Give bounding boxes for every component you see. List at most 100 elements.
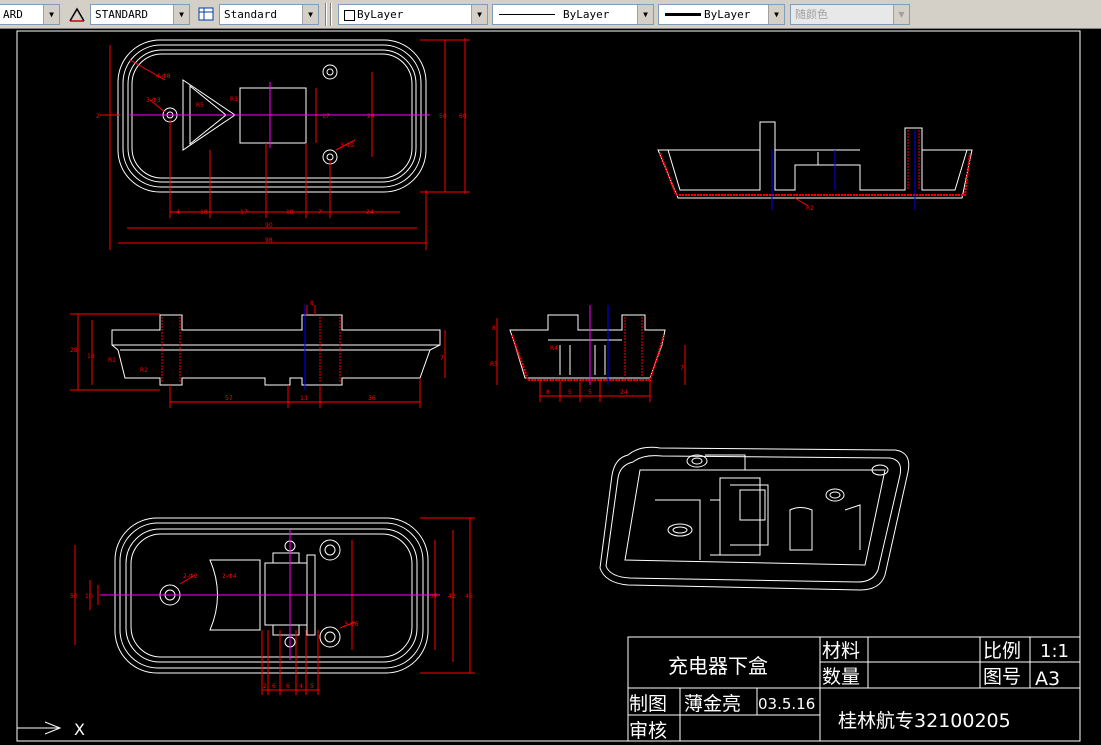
svg-text:18: 18 bbox=[200, 209, 208, 216]
plot-style-combo: 随颜色 ▼ bbox=[790, 4, 910, 25]
svg-text:4: 4 bbox=[299, 683, 303, 690]
svg-text:R2: R2 bbox=[806, 205, 814, 212]
linetype-value: ByLayer bbox=[563, 8, 610, 21]
svg-text:24: 24 bbox=[620, 389, 628, 396]
drawing-canvas[interactable]: 4-Φ8 3-Φ3 R3 R5 3-Φ2 4 18 17 18 7 24 90 … bbox=[0, 29, 1101, 745]
table-style-combo[interactable]: Standard ▼ bbox=[219, 4, 319, 25]
part-name: 充电器下盒 bbox=[668, 654, 768, 678]
svg-text:6: 6 bbox=[272, 683, 276, 690]
svg-text:R5: R5 bbox=[490, 361, 498, 368]
svg-text:50: 50 bbox=[439, 113, 447, 120]
svg-text:R4: R4 bbox=[550, 345, 558, 352]
text-style-combo[interactable]: ARD ▼ bbox=[0, 4, 60, 25]
svg-text:24: 24 bbox=[367, 113, 375, 120]
scale-value: 1:1 bbox=[1040, 641, 1069, 662]
drawn-by: 薄金亮 bbox=[684, 693, 741, 715]
layer-color-value: ByLayer bbox=[357, 8, 404, 21]
svg-text:46: 46 bbox=[465, 593, 473, 600]
lineweight-preview bbox=[665, 13, 701, 16]
properties-toolbar: ARD ▼ STANDARD ▼ Standard ▼ ByLayer ▼ By… bbox=[0, 0, 1101, 29]
svg-text:7: 7 bbox=[680, 365, 684, 372]
chevron-down-icon[interactable]: ▼ bbox=[43, 5, 59, 24]
linetype-combo[interactable]: ByLayer ▼ bbox=[492, 4, 654, 25]
svg-text:7: 7 bbox=[318, 209, 322, 216]
ucs-axis-icon: X bbox=[17, 720, 85, 739]
drawing-number-label: 图号 bbox=[983, 666, 1021, 688]
svg-text:3-Φ3: 3-Φ3 bbox=[146, 97, 161, 104]
svg-text:17: 17 bbox=[240, 209, 248, 216]
drawn-label: 制图 bbox=[629, 693, 667, 715]
linetype-preview bbox=[499, 14, 555, 15]
dimension-style-combo[interactable]: STANDARD ▼ bbox=[90, 4, 190, 25]
svg-text:2: 2 bbox=[263, 683, 267, 690]
chevron-down-icon[interactable]: ▼ bbox=[471, 5, 487, 24]
svg-text:36: 36 bbox=[368, 395, 376, 402]
svg-text:24: 24 bbox=[366, 209, 374, 216]
svg-text:28: 28 bbox=[70, 347, 78, 354]
svg-text:90: 90 bbox=[265, 222, 273, 229]
svg-text:R3: R3 bbox=[230, 96, 238, 103]
svg-text:42: 42 bbox=[448, 593, 456, 600]
quantity-label: 数量 bbox=[822, 666, 860, 688]
svg-text:R5: R5 bbox=[196, 102, 204, 109]
text-style-value: ARD bbox=[3, 8, 23, 21]
lineweight-value: ByLayer bbox=[704, 8, 751, 21]
toolbar-separator bbox=[325, 3, 327, 26]
chevron-down-icon[interactable]: ▼ bbox=[173, 5, 189, 24]
svg-text:3-Φ2: 3-Φ2 bbox=[340, 142, 355, 149]
lineweight-combo[interactable]: ByLayer ▼ bbox=[658, 4, 785, 25]
svg-text:5: 5 bbox=[568, 389, 572, 396]
title-block: 充电器下盒 材料 数量 比例 1:1 图号 A3 制图 薄金亮 03.5.16 … bbox=[627, 636, 1081, 742]
color-swatch-icon bbox=[344, 10, 355, 21]
plot-style-value: 随颜色 bbox=[795, 8, 828, 21]
ucs-x-label: X bbox=[74, 720, 85, 739]
check-label: 审核 bbox=[629, 720, 667, 742]
svg-text:3-Φ6: 3-Φ6 bbox=[344, 621, 359, 628]
svg-text:8: 8 bbox=[546, 389, 550, 396]
svg-text:57: 57 bbox=[225, 395, 233, 402]
drawing-border bbox=[16, 30, 1081, 742]
drawing-number-value: A3 bbox=[1035, 668, 1060, 690]
school-code: 桂林航专32100205 bbox=[838, 710, 1011, 732]
svg-text:17: 17 bbox=[322, 113, 330, 120]
svg-text:2-Φ4: 2-Φ4 bbox=[222, 573, 237, 580]
svg-text:6: 6 bbox=[286, 683, 290, 690]
top-view: 4-Φ8 3-Φ3 R3 R5 3-Φ2 4 18 17 18 7 24 90 … bbox=[96, 38, 470, 250]
side-section-view: 28 18 57 13 36 8 7 R1 R2 bbox=[70, 300, 446, 408]
material-label: 材料 bbox=[822, 640, 860, 662]
dimension-style-icon[interactable] bbox=[68, 5, 86, 23]
svg-text:2: 2 bbox=[96, 113, 100, 120]
scale-label: 比例 bbox=[983, 640, 1021, 662]
front-section-view: R2 bbox=[657, 121, 973, 212]
isometric-view bbox=[599, 446, 910, 591]
svg-text:4: 4 bbox=[176, 209, 180, 216]
svg-text:10: 10 bbox=[85, 593, 93, 600]
toolbar-separator bbox=[330, 3, 332, 26]
table-style-icon[interactable] bbox=[197, 5, 215, 23]
svg-text:37: 37 bbox=[430, 593, 438, 600]
svg-text:98: 98 bbox=[265, 237, 273, 244]
svg-text:8: 8 bbox=[310, 300, 314, 307]
chevron-down-icon[interactable]: ▼ bbox=[302, 5, 318, 24]
svg-text:R2: R2 bbox=[140, 367, 148, 374]
dimension-style-value: STANDARD bbox=[95, 8, 148, 21]
svg-text:18: 18 bbox=[286, 209, 294, 216]
chevron-down-icon: ▼ bbox=[893, 5, 909, 24]
end-section-view: 8 R5 R4 8 5 5 24 7 bbox=[490, 305, 686, 402]
table-style-value: Standard bbox=[224, 8, 277, 21]
svg-text:13: 13 bbox=[300, 395, 308, 402]
svg-text:5: 5 bbox=[588, 389, 592, 396]
svg-text:4-Φ8: 4-Φ8 bbox=[156, 73, 171, 80]
svg-text:50: 50 bbox=[70, 593, 78, 600]
svg-text:18: 18 bbox=[87, 353, 95, 360]
drawn-date: 03.5.16 bbox=[758, 695, 815, 713]
svg-text:8: 8 bbox=[492, 325, 496, 332]
svg-text:R1: R1 bbox=[108, 357, 116, 364]
layer-color-combo[interactable]: ByLayer ▼ bbox=[338, 4, 488, 25]
svg-text:2-Φ2: 2-Φ2 bbox=[183, 573, 198, 580]
chevron-down-icon[interactable]: ▼ bbox=[768, 5, 784, 24]
bottom-view: 2-Φ2 2-Φ4 3-Φ6 50 10 37 42 46 2 6 6 4 5 bbox=[70, 517, 475, 695]
svg-text:5: 5 bbox=[310, 683, 314, 690]
chevron-down-icon[interactable]: ▼ bbox=[637, 5, 653, 24]
svg-text:7: 7 bbox=[440, 355, 444, 362]
